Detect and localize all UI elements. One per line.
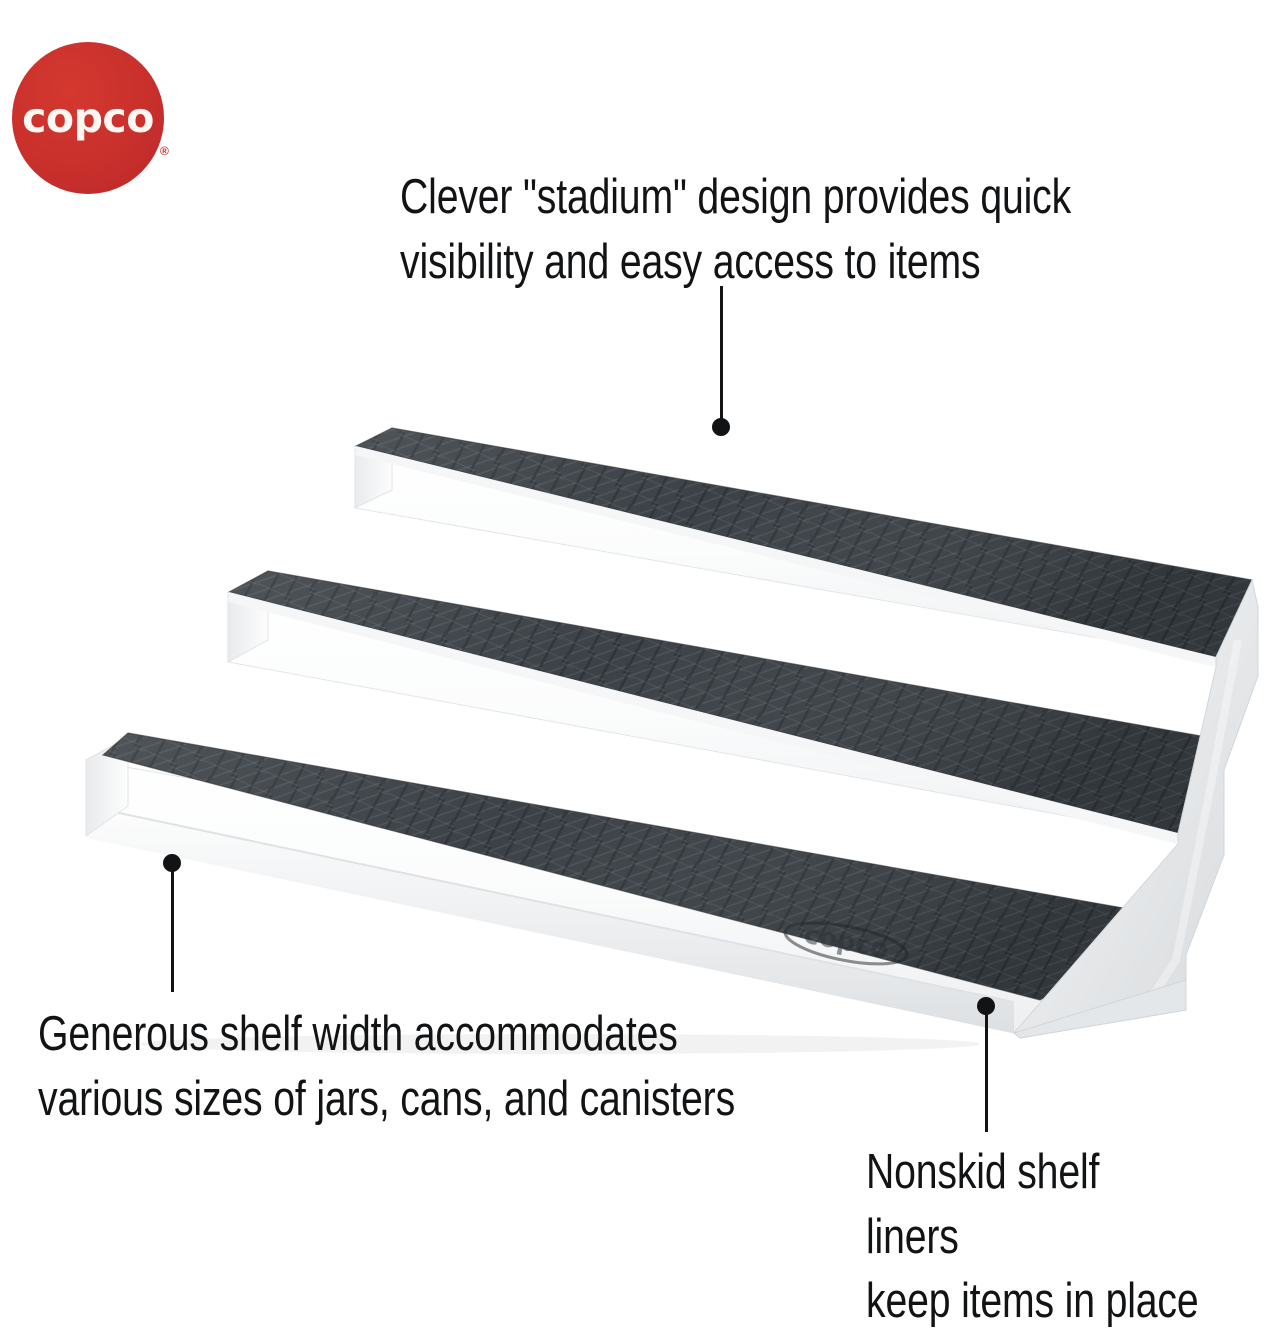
product-image: copco [85, 427, 1259, 1054]
leader-line [171, 870, 174, 992]
callout-stadium-design: Clever "stadium" design provides quick v… [400, 170, 1072, 289]
logo-wordmark: copco [22, 94, 154, 142]
callout-nonskid-liners: Nonskid shelf liners keep items in place [866, 1145, 1199, 1329]
logo-circle-icon [12, 42, 164, 194]
product-tier-middle [227, 570, 1225, 863]
infographic-canvas: copco ® [8, 38, 1259, 1328]
registered-trademark-icon: ® [160, 144, 169, 158]
product-right-side-wall [1012, 578, 1259, 1039]
leader-line [985, 1012, 988, 1132]
leader-line [720, 286, 723, 419]
product-tier-bottom: copco [85, 732, 1187, 1039]
leader-dot [977, 997, 995, 1015]
product-tier-top [354, 427, 1259, 683]
leader-dot [712, 418, 730, 436]
leader-dot [163, 854, 181, 872]
copco-logo: copco ® [8, 38, 198, 198]
callout-shelf-width: Generous shelf width accommodates variou… [38, 1007, 736, 1126]
